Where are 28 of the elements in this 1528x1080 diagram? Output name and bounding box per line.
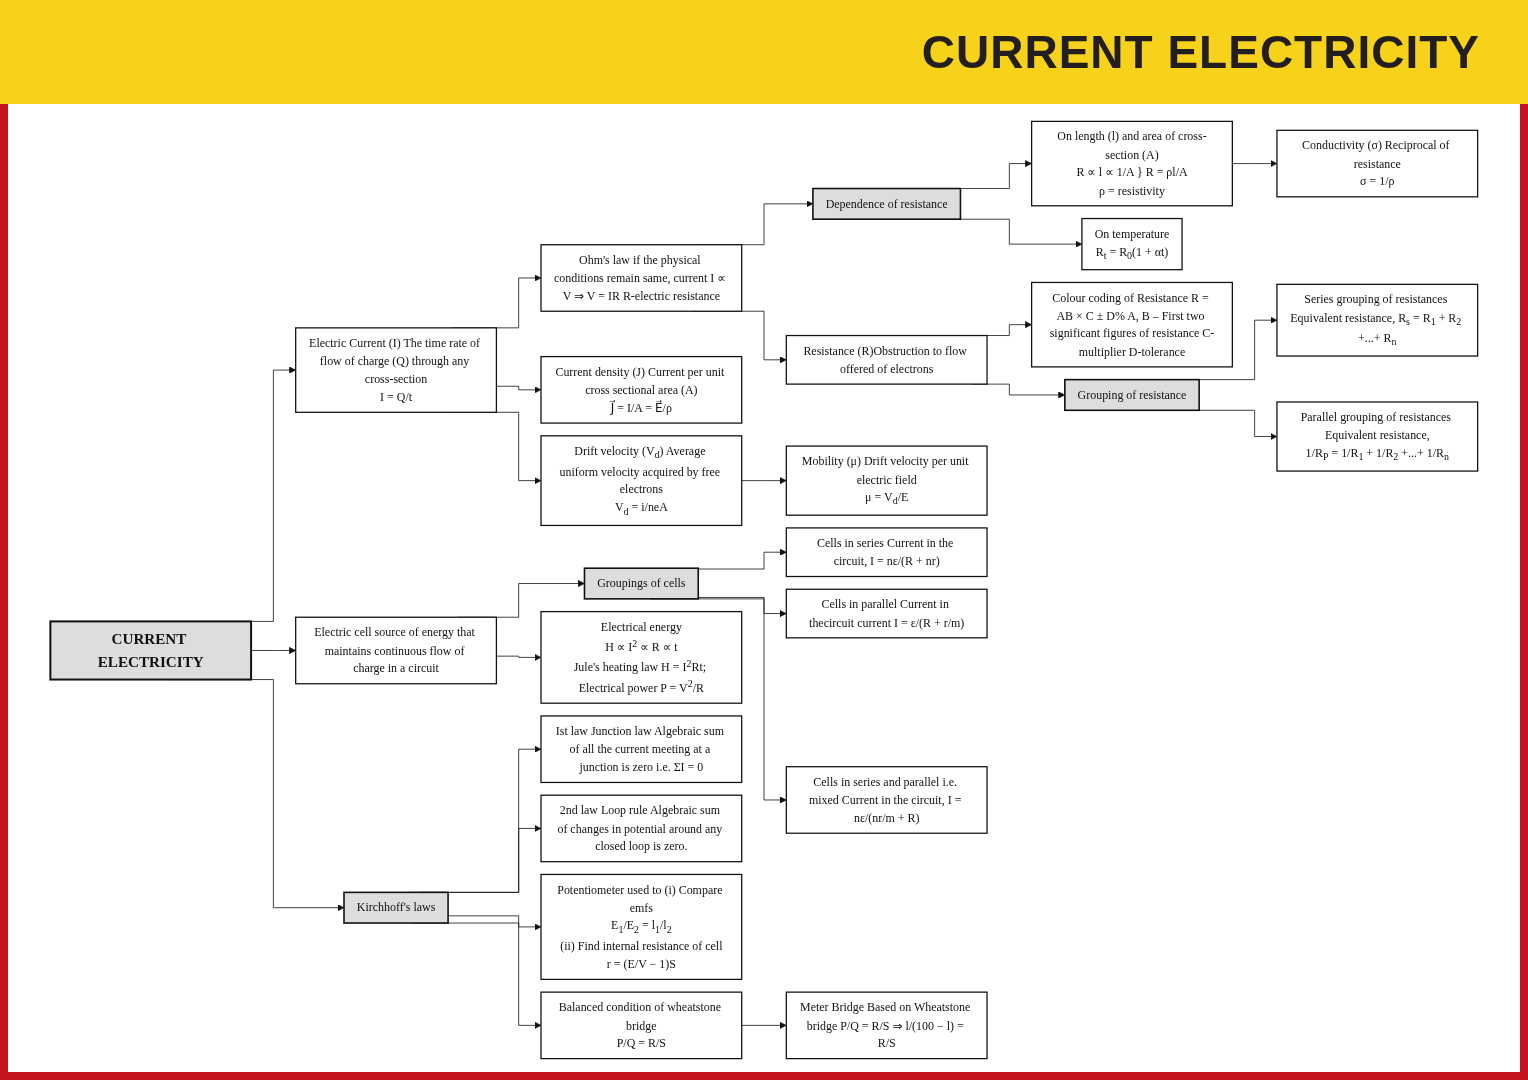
node-box: Ohm's law if the physical conditions remain same, current I ∝ V ⇒ V = IR R-electric resistance (540, 244, 743, 312)
node-box: Dependence of resistance (812, 187, 962, 220)
node-box: Parallel grouping of resistances Equivalent resistance, 1/R$_{P}$ = 1/R$_{1}$ + 1/R$_{2}$ +...+ 1/R$_{n}$ (1276, 401, 1479, 472)
node-box: Cells in series and parallel i.e. mixed Current in the circuit, I = nε/(nr/m + R) (785, 766, 988, 834)
node-box: Conductivity (σ) Reciprocal of resistance σ = 1/ρ (1276, 129, 1479, 198)
node-box: Mobility (μ) Drift velocity per unit electric field μ = V$_{d}$/E (785, 445, 988, 516)
node-box: Electric Current (I) The time rate of flow of charge (Q) through any cross-section I = Q/t (295, 327, 497, 413)
node-box: Potentiometer used to (i) Compare emfs E$_{1}$/E$_{2}$ = l$_{1}$/l$_{2}$ (ii) Find internal resistance of cell r = (E/V − 1)S (540, 873, 743, 980)
node-box: CURRENT ELECTRICITY (49, 620, 253, 681)
node-box: Groupings of cells (583, 567, 699, 600)
node-box: Electrical energy H ∝ I$^{2}$ ∝ R ∝ t Jule's heating law H = I$^{2}$Rt; Electrical power P = V$^{2}$/R (540, 610, 743, 704)
node-box: Series grouping of resistances Equivalent resistance, R$_{s}$ = R$_{1}$ + R$_{2}$ +...+ R$_{n}$ (1276, 283, 1479, 357)
node-box: Current density (J) Current per unit cross sectional area (A) J⃗ = I/A = E⃗/ρ (540, 355, 743, 424)
node-box: Kirchhoff's laws (343, 891, 449, 924)
node-box: 2nd law Loop rule Algebraic sum of changes in potential around any closed loop is zero. (540, 794, 743, 863)
node-box: Colour coding of Resistance R = AB × C ± D% A, B – First two significant figures of resistance C-multiplier D-tolerance (1031, 281, 1233, 368)
node-box: Resistance (R)Obstruction to flow offered of electrons (785, 334, 988, 385)
node-box: Ist law Junction law Algebraic sum of all the current meeting at a junction is zero i.e. ΣI = 0 (540, 715, 743, 784)
node-box: Grouping of resistance (1064, 378, 1200, 412)
node-box: Electric cell source of energy that maintains continuous flow of charge in a circuit (295, 616, 497, 685)
node-box: Meter Bridge Based on Wheatstone bridge P/Q = R/S ⇒ l/(100 − l) = R/S (785, 991, 988, 1060)
node-box: Drift velocity (V$_{d}$) Average uniform velocity acquired by free electrons V$_{d}$ = i/neA (540, 435, 743, 527)
node-box: On temperature R$_{t}$ = R$_{0}$(1 + αt) (1081, 217, 1183, 271)
node-box: On length (l) and area of cross-section (A) R ∝ l ∝ 1/A } R = ρl/A ρ = resistivity (1031, 120, 1233, 207)
title: CURRENT ELECTRICITY (921, 25, 1480, 80)
node-box: Balanced condition of wheatstone bridge P/Q = R/S (540, 991, 743, 1060)
node-box: Cells in series Current in the circuit, I = nε/(R + nr) (785, 527, 988, 578)
node-box: Cells in parallel Current in thecircuit current I = ε/(R + r/m) (785, 588, 988, 639)
